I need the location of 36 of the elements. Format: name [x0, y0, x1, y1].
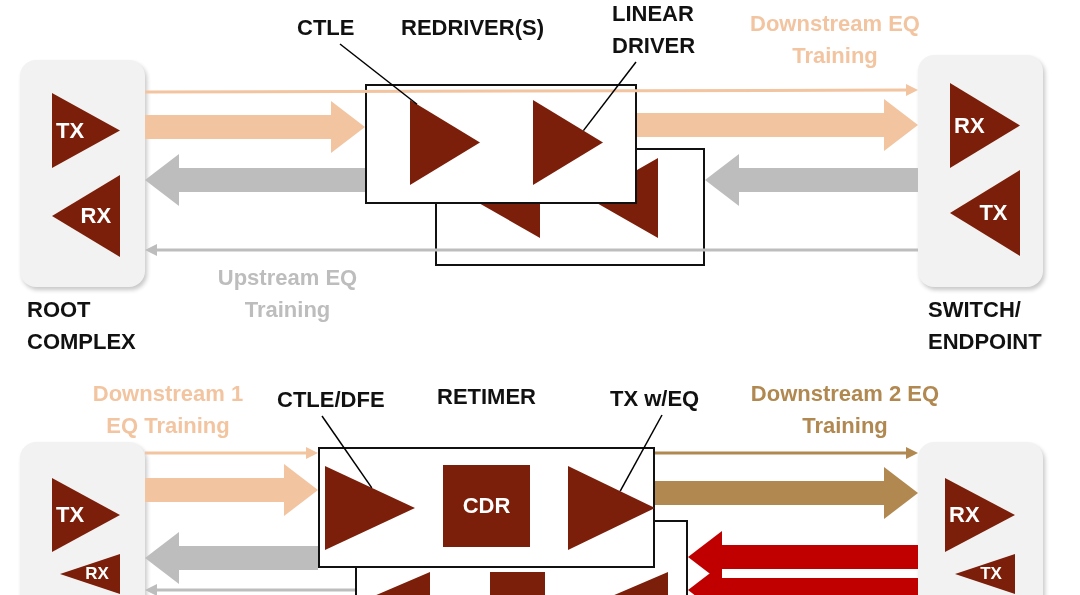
leader-line: [619, 414, 663, 492]
block-title: ROOT COMPLEX: [27, 296, 137, 356]
port-label: RX: [85, 563, 109, 585]
port-label: TX: [56, 118, 85, 143]
component-label: CTLE: [297, 12, 377, 44]
block-arrow: [145, 464, 318, 516]
block-title: REDRIVER(S): [401, 14, 545, 42]
port-label: RX: [80, 204, 112, 228]
block-arrow: [637, 99, 918, 151]
circuit-block: CDR: [443, 465, 530, 547]
block-arrow: [145, 101, 365, 153]
edge-label: Downstream EQ Training: [749, 10, 921, 70]
leader-line: [339, 43, 418, 105]
port-label: TX: [980, 563, 1002, 585]
component-label: CTLE/DFE: [277, 384, 417, 416]
arrow: [145, 84, 918, 97]
block-arrow: [145, 154, 365, 206]
edge-label: Downstream 1 EQ Training: [91, 380, 245, 440]
edge-label: Upstream EQ Training: [216, 264, 359, 324]
block-title: RETIMER: [437, 383, 537, 411]
arrow: [145, 447, 318, 459]
port-label: TX: [979, 201, 1008, 225]
leader-line: [321, 415, 373, 489]
block-arrow: [705, 154, 918, 206]
leader-line: [582, 61, 637, 132]
arrow: [145, 584, 355, 595]
port-label: RX: [954, 113, 985, 138]
arrow: [145, 244, 918, 256]
port-label: TX: [56, 503, 85, 527]
port-label: RX: [949, 503, 980, 527]
block-title: SWITCH/ ENDPOINT: [928, 296, 1043, 356]
component-label: LINEAR DRIVER: [612, 0, 722, 62]
component-label: TX w/EQ: [610, 383, 730, 415]
edge-label: Downstream 2 EQ Training: [749, 380, 941, 440]
arrow: [655, 447, 918, 459]
block-arrow: [145, 532, 318, 584]
